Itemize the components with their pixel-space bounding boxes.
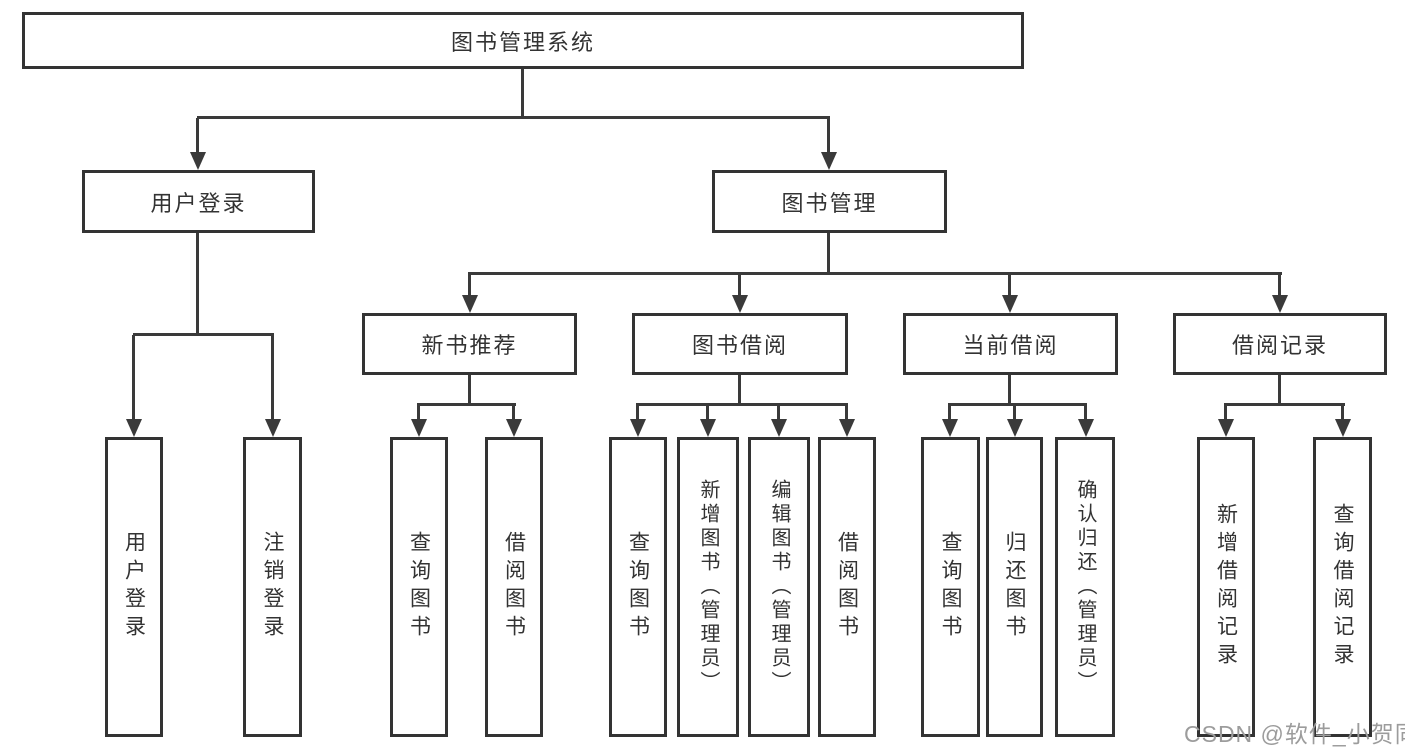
connector-line [132, 335, 135, 419]
connector-line [948, 403, 1087, 406]
arrow-down-icon [839, 419, 855, 437]
node-label: 借阅记录 [1231, 333, 1328, 358]
node-book-management: 图书管理 [712, 170, 947, 233]
connector-line [1013, 405, 1016, 420]
leaf-query-books-borrow: 查询图书 [609, 437, 667, 737]
connector-line [133, 333, 274, 336]
connector-line [271, 335, 274, 419]
connector-line [1008, 274, 1011, 296]
connector-line [1224, 405, 1227, 420]
leaf-query-books-recommend: 查询图书 [390, 437, 448, 737]
connector-line [948, 405, 951, 420]
connector-line [1008, 375, 1011, 406]
node-root-library-system: 图书管理系统 [22, 12, 1024, 69]
connector-line [521, 69, 524, 118]
arrow-down-icon [1078, 419, 1094, 437]
node-label: 新增图书（管理员） [697, 479, 719, 695]
node-label: 编辑图书（管理员） [768, 479, 790, 695]
connector-line [468, 274, 471, 296]
connector-line [827, 118, 830, 154]
node-label: 当前借阅 [962, 333, 1059, 358]
node-label: 借阅图书 [835, 531, 859, 643]
connector-line [1341, 405, 1344, 420]
connector-line [1278, 274, 1281, 296]
connector-line [738, 375, 741, 406]
connector-line [1224, 403, 1345, 406]
arrow-down-icon [462, 295, 478, 313]
arrow-down-icon [1007, 419, 1023, 437]
arrow-down-icon [1272, 295, 1288, 313]
arrow-down-icon [126, 419, 142, 437]
node-label: 查询图书 [626, 531, 650, 643]
connector-line [636, 405, 639, 420]
connector-line [827, 233, 830, 274]
leaf-query-borrow-record: 查询借阅记录 [1313, 437, 1372, 737]
arrow-down-icon [265, 419, 281, 437]
leaf-confirm-return-admin: 确认归还（管理员） [1055, 437, 1115, 737]
node-label: 图书管理 [781, 190, 878, 216]
arrow-down-icon [630, 419, 646, 437]
arrow-down-icon [1002, 295, 1018, 313]
node-borrowing-records: 借阅记录 [1173, 313, 1387, 375]
connector-line [196, 233, 199, 335]
connector-line [417, 403, 516, 406]
connector-line [636, 403, 848, 406]
leaf-add-borrow-record: 新增借阅记录 [1197, 437, 1255, 737]
csdn-watermark: CSDN @软件_小贺同学 [1184, 721, 1405, 747]
connector-line [706, 405, 709, 420]
node-book-borrowing: 图书借阅 [632, 313, 848, 375]
node-label: 查询借阅记录 [1331, 503, 1354, 671]
connector-line [845, 405, 848, 420]
connector-line [417, 405, 420, 420]
node-label: 确认归还（管理员） [1074, 479, 1096, 695]
connector-line [1084, 405, 1087, 420]
node-label: 新书推荐 [421, 333, 518, 358]
leaf-user-login: 用户登录 [105, 437, 163, 737]
arrow-down-icon [821, 152, 837, 170]
connector-line [1278, 375, 1281, 406]
node-new-book-recommend: 新书推荐 [362, 313, 577, 375]
node-label: 借阅图书 [502, 531, 526, 643]
node-current-borrowing: 当前借阅 [903, 313, 1118, 375]
leaf-query-books-current: 查询图书 [921, 437, 980, 737]
leaf-borrow-books-recommend: 借阅图书 [485, 437, 543, 737]
node-label: 图书管理系统 [450, 29, 595, 55]
leaf-logout: 注销登录 [243, 437, 302, 737]
connector-line [468, 375, 471, 406]
arrow-down-icon [1335, 419, 1351, 437]
node-label: 归还图书 [1003, 531, 1026, 643]
node-label: 新增借阅记录 [1214, 503, 1238, 671]
connector-line [468, 272, 1282, 275]
leaf-add-books-admin: 新增图书（管理员） [677, 437, 739, 737]
node-label: 图书借阅 [691, 333, 788, 358]
connector-line [197, 116, 830, 119]
node-label: 注销登录 [261, 531, 284, 643]
arrow-down-icon [771, 419, 787, 437]
arrow-down-icon [1218, 419, 1234, 437]
arrow-down-icon [942, 419, 958, 437]
connector-line [512, 405, 515, 420]
node-label: 查询图书 [407, 531, 431, 643]
leaf-borrow-books: 借阅图书 [818, 437, 876, 737]
connector-line [738, 274, 741, 296]
connector-line [777, 405, 780, 420]
arrow-down-icon [732, 295, 748, 313]
leaf-edit-books-admin: 编辑图书（管理员） [748, 437, 810, 737]
arrow-down-icon [506, 419, 522, 437]
node-label: 查询图书 [939, 531, 962, 643]
arrow-down-icon [411, 419, 427, 437]
arrow-down-icon [190, 152, 206, 170]
node-label: 用户登录 [150, 190, 247, 216]
connector-line [196, 118, 199, 154]
node-label: 用户登录 [122, 531, 146, 643]
node-user-login: 用户登录 [82, 170, 315, 233]
leaf-return-books: 归还图书 [986, 437, 1043, 737]
arrow-down-icon [700, 419, 716, 437]
